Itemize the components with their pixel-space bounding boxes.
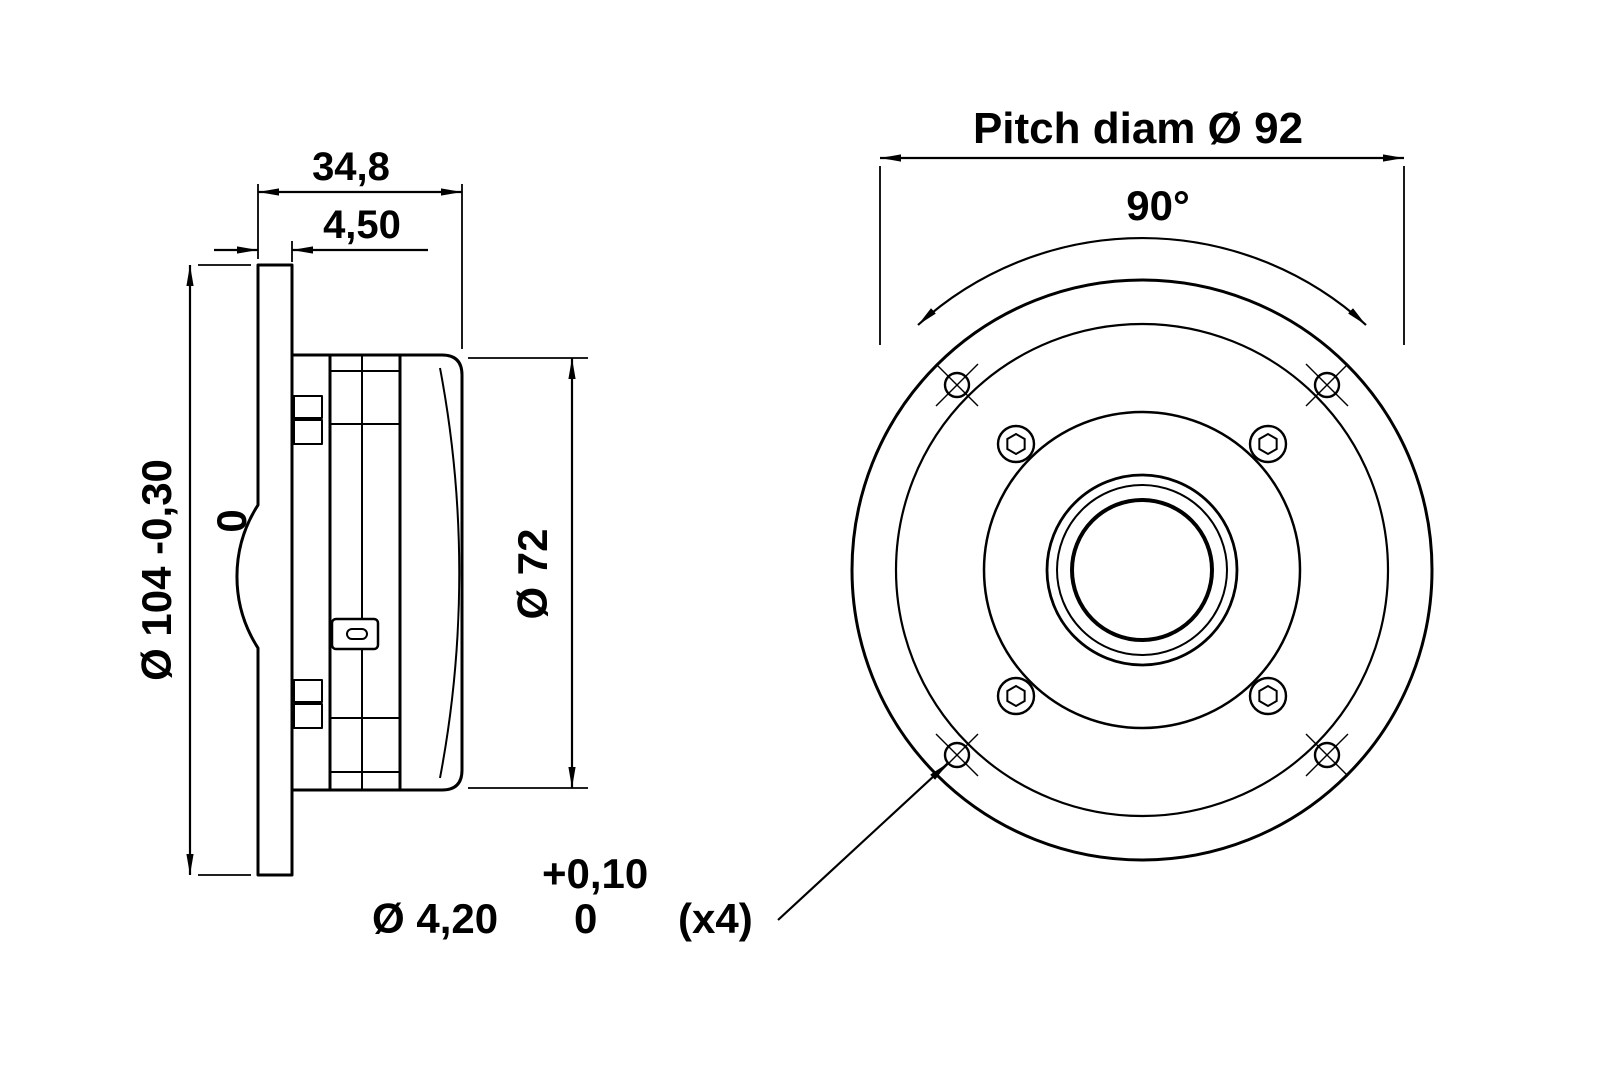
flange-outline: [235, 263, 294, 877]
hole-callout-leader: [777, 762, 949, 921]
rear-cover: [398, 353, 464, 792]
hole-tolerance-upper-label: +0,10: [542, 850, 648, 897]
hole-count-label: (x4): [678, 895, 753, 942]
front-view: Pitch diam Ø 92 90° Ø 4,20 +0,10 0 (x4): [372, 104, 1434, 942]
pitch-diameter-label: Pitch diam Ø 92: [973, 104, 1303, 153]
depth-dimension: 34,8: [257, 145, 463, 349]
hex-screw-bottom-right: [1248, 676, 1288, 716]
terminal-clip-lower: [293, 679, 323, 729]
pitch-diameter-dimension: Pitch diam Ø 92: [879, 104, 1405, 345]
hex-screw-top-left: [996, 424, 1036, 464]
rear-diameter-label: Ø 72: [509, 528, 556, 619]
side-view: 34,8 4,50 0 Ø 104 -0,30 Ø 72: [133, 145, 588, 877]
hex-screw-bottom-left: [996, 676, 1036, 716]
terminal-tab: [330, 617, 380, 651]
outer-diameter-label: Ø 104 -0,30: [133, 459, 180, 681]
depth-label: 34,8: [312, 145, 390, 189]
hole-callout: Ø 4,20 +0,10 0 (x4): [372, 762, 949, 942]
hole-diameter-label: Ø 4,20: [372, 895, 498, 942]
hex-screw-top-right: [1248, 424, 1288, 464]
rear-cover-curve: [439, 367, 461, 779]
outer-diameter-tolerance-label: 0: [208, 509, 255, 532]
flange-thickness-dimension: 4,50: [214, 203, 428, 262]
hole-angle-dimension: 90°: [917, 182, 1367, 326]
outer-diameter-dimension: 0 Ø 104 -0,30: [133, 264, 255, 876]
magnet-body: [328, 353, 402, 792]
throat-bore-circle: [1070, 498, 1214, 642]
magnet-detail-lines: [330, 355, 400, 790]
flange-thickness-label: 4,50: [323, 203, 401, 247]
hole-angle-arc: [917, 237, 1367, 326]
hole-angle-label: 90°: [1126, 182, 1190, 229]
terminal-clip-upper: [293, 395, 323, 445]
hole-tolerance-lower-label: 0: [574, 895, 597, 942]
rear-diameter-dimension: Ø 72: [468, 357, 588, 789]
